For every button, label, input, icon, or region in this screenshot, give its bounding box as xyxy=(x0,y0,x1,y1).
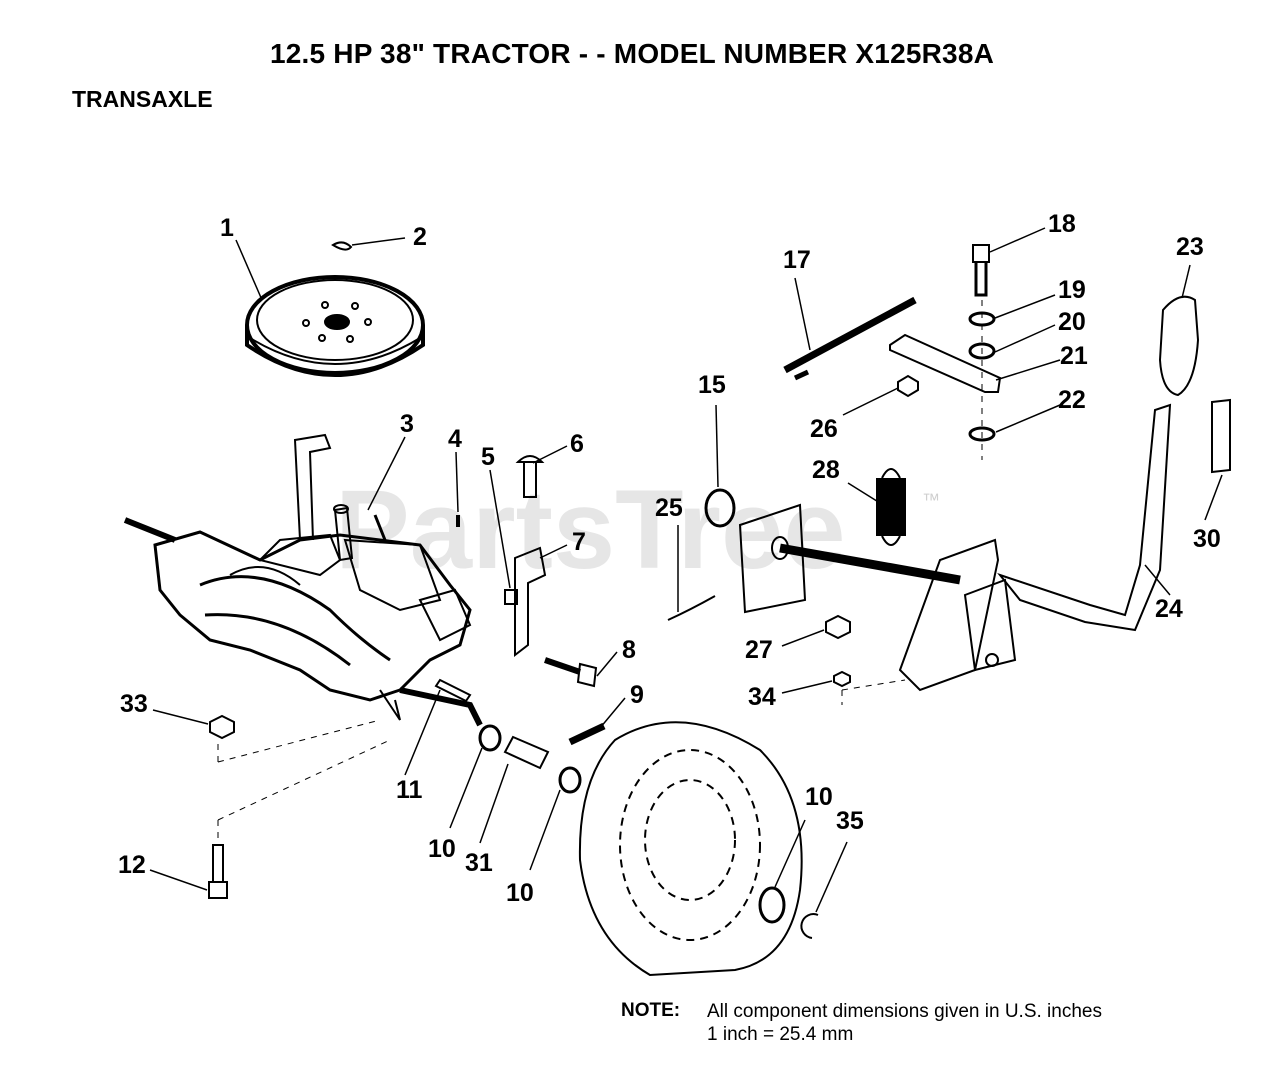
callout-12: 12 xyxy=(118,851,146,879)
part-bolt-long xyxy=(208,844,228,899)
callout-26: 26 xyxy=(810,415,838,443)
part-pedal-lever xyxy=(997,403,1172,632)
callout-30: 30 xyxy=(1193,525,1221,553)
part-washer xyxy=(758,886,786,924)
part-control-rod xyxy=(783,296,917,381)
part-washer-large xyxy=(704,488,736,528)
part-spacer xyxy=(503,735,550,770)
part-lever-grip xyxy=(1158,295,1200,397)
part-nut xyxy=(504,589,518,605)
callout-28: 28 xyxy=(812,456,840,484)
part-small-nut xyxy=(833,670,851,688)
callout-15: 15 xyxy=(698,371,726,399)
part-lock-nut xyxy=(825,614,851,640)
page-title: 12.5 HP 38" TRACTOR - - MODEL NUMBER X12… xyxy=(270,38,995,69)
part-spring xyxy=(568,722,606,746)
callout-19: 19 xyxy=(1058,276,1086,304)
part-axle-key xyxy=(434,678,472,703)
part-washer xyxy=(478,724,502,752)
callout-20: 20 xyxy=(1058,308,1086,336)
callout-11: 11 xyxy=(396,776,423,804)
callout-31: 31 xyxy=(465,849,493,877)
part-hex-bolt xyxy=(972,244,990,297)
part-square-washer xyxy=(968,426,996,442)
callout-25: 25 xyxy=(655,494,683,522)
callout-leader-lines xyxy=(149,227,1223,913)
part-wheel xyxy=(578,721,803,977)
callout-10: 10 xyxy=(428,835,456,863)
part-extension-spring xyxy=(876,468,906,546)
section-title: TRANSAXLE xyxy=(72,86,213,112)
callout-24: 24 xyxy=(1155,595,1183,623)
part-bolt xyxy=(544,657,598,688)
callout-1: 1 xyxy=(220,214,234,242)
callout-27: 27 xyxy=(745,636,773,664)
part-flange-nut xyxy=(897,374,919,398)
callout-10: 10 xyxy=(805,783,833,811)
callout-3: 3 xyxy=(400,410,414,438)
part-flat-washer xyxy=(968,342,996,360)
note-line-1: All component dimensions given in U.S. i… xyxy=(707,1001,1102,1022)
part-cotter-pin xyxy=(667,595,716,621)
part-e-clip xyxy=(800,913,819,939)
part-hex-nut xyxy=(209,714,235,740)
callout-2: 2 xyxy=(413,223,427,251)
part-pedal-shaft xyxy=(738,503,1017,692)
part-pulley xyxy=(245,275,425,377)
callout-6: 6 xyxy=(570,430,584,458)
callout-34: 34 xyxy=(748,683,776,711)
callout-17: 17 xyxy=(783,246,811,274)
part-transaxle-body xyxy=(123,433,483,727)
part-washer xyxy=(558,766,582,794)
part-carriage-bolt xyxy=(515,455,545,498)
callout-18: 18 xyxy=(1048,210,1076,238)
note-label: NOTE: xyxy=(621,1000,681,1021)
callout-4: 4 xyxy=(448,425,462,453)
callout-35: 35 xyxy=(836,807,864,835)
callout-22: 22 xyxy=(1058,386,1086,414)
callout-10: 10 xyxy=(506,879,534,907)
callout-21: 21 xyxy=(1060,342,1088,370)
note-text: All component dimensions given in U.S. i… xyxy=(707,1000,1102,1046)
callout-9: 9 xyxy=(630,681,644,709)
callout-7: 7 xyxy=(572,528,586,556)
part-decal xyxy=(1211,398,1231,474)
part-link-plate xyxy=(889,333,1002,393)
part-key xyxy=(331,241,353,251)
note-line-2: 1 inch = 25.4 mm xyxy=(707,1024,854,1045)
watermark: PartsTree xyxy=(335,467,846,592)
part-bracket xyxy=(514,546,547,658)
watermark-trademark: ™ xyxy=(922,490,940,510)
callout-33: 33 xyxy=(120,690,148,718)
assembly-guide-lines xyxy=(217,300,983,840)
callout-8: 8 xyxy=(622,636,636,664)
callout-23: 23 xyxy=(1176,233,1204,261)
callout-5: 5 xyxy=(481,443,495,471)
